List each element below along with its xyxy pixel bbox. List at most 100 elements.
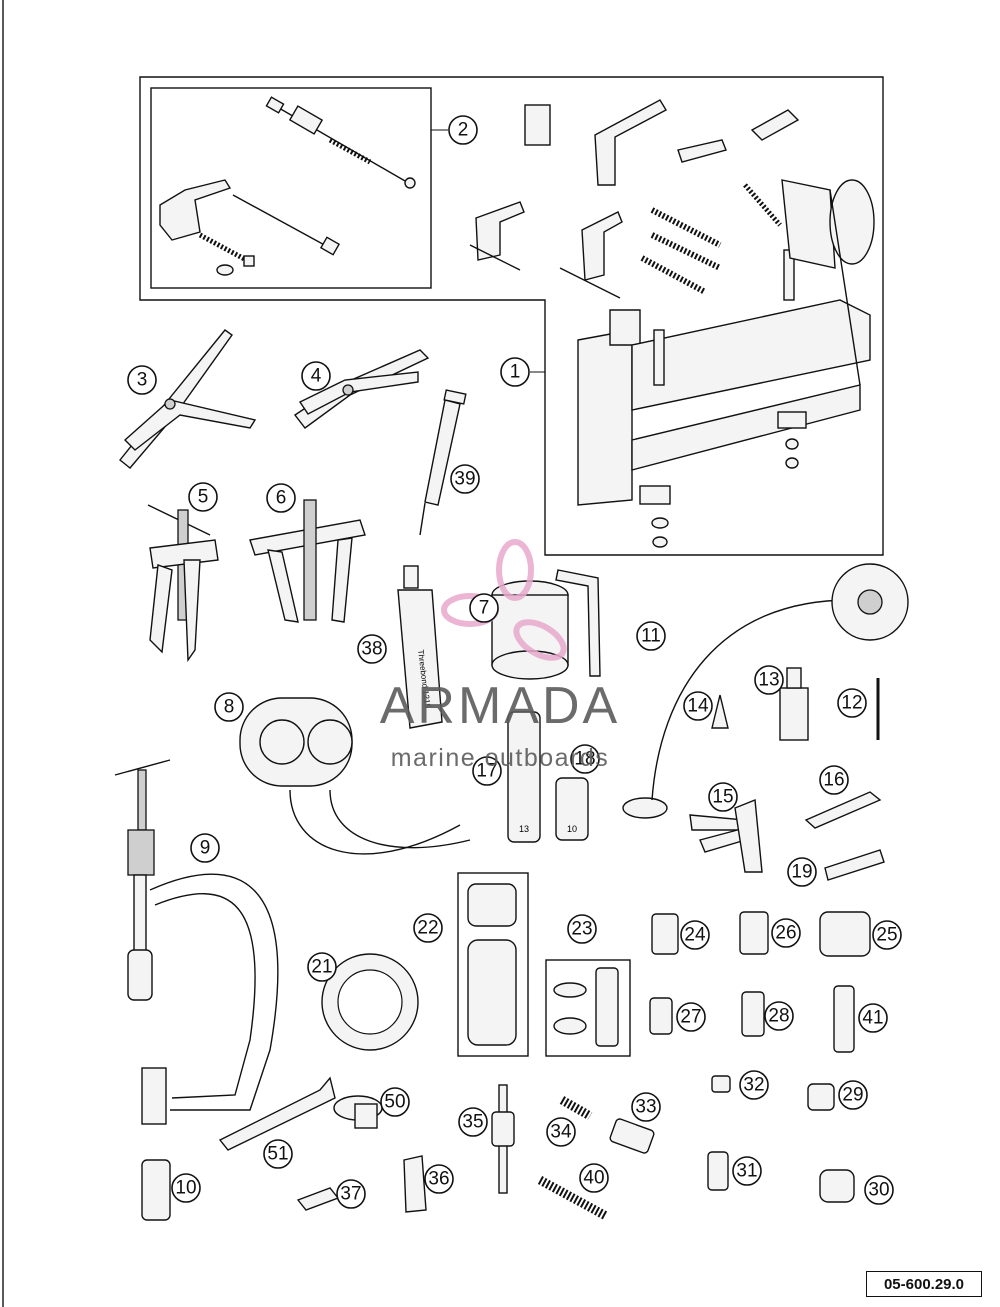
valve-spring-compressor	[114, 759, 279, 1125]
callout-27: 27	[676, 1002, 706, 1032]
callout-16: 16	[819, 765, 849, 795]
svg-text:32: 32	[743, 1075, 764, 1096]
callout-24: 24	[680, 920, 710, 950]
socket-13-label: 13	[519, 824, 529, 834]
callout-18: 18	[570, 744, 600, 774]
socket-wrenches: 13 10	[507, 711, 589, 843]
svg-text:15: 15	[712, 787, 733, 808]
svg-text:2: 2	[458, 120, 469, 141]
drawing-code: 05-600.29.0	[866, 1271, 982, 1297]
svg-text:9: 9	[200, 838, 211, 859]
callout-19: 19	[787, 857, 817, 887]
svg-text:3: 3	[137, 370, 148, 391]
svg-text:22: 22	[417, 918, 438, 939]
callout-5: 5	[188, 482, 218, 512]
callout-12: 12	[837, 688, 867, 718]
svg-text:34: 34	[550, 1122, 572, 1143]
svg-text:28: 28	[768, 1006, 789, 1027]
callout-8: 8	[214, 692, 244, 722]
clutch-holder	[321, 953, 419, 1051]
svg-text:35: 35	[462, 1112, 483, 1133]
svg-text:31: 31	[736, 1161, 757, 1182]
svg-text:14: 14	[687, 696, 709, 717]
gauge-plate	[403, 1155, 427, 1213]
svg-text:26: 26	[775, 923, 796, 944]
socket-10-label: 10	[567, 824, 577, 834]
pin-wrench	[804, 791, 882, 829]
svg-text:25: 25	[876, 925, 897, 946]
callout-22: 22	[413, 913, 443, 943]
svg-text:8: 8	[224, 697, 235, 718]
callout-14: 14	[683, 691, 713, 721]
crankshaft-tool	[141, 1159, 171, 1221]
svg-text:13: 13	[758, 670, 779, 691]
two-arm-puller	[147, 504, 219, 663]
bearing-puller	[249, 499, 366, 623]
watermark-subtitle: marine outboards	[390, 744, 610, 772]
svg-text:30: 30	[868, 1180, 889, 1201]
adapter-50	[333, 1095, 383, 1129]
svg-text:7: 7	[479, 598, 490, 619]
svg-text:10: 10	[175, 1178, 196, 1199]
misc-parts	[491, 1084, 655, 1220]
callout-39: 39	[450, 464, 480, 494]
svg-text:18: 18	[574, 749, 595, 770]
callout-28: 28	[764, 1001, 794, 1031]
svg-text:4: 4	[311, 366, 322, 387]
callout-13: 13	[754, 665, 784, 695]
callout-30: 30	[864, 1175, 894, 1205]
callout-40: 40	[579, 1163, 609, 1193]
small-items-12-13-14	[711, 667, 880, 741]
callout-6: 6	[266, 483, 296, 513]
callout-34: 34	[546, 1117, 576, 1147]
callout-26: 26	[771, 918, 801, 948]
locking-plate	[296, 1187, 340, 1211]
callout-3: 3	[127, 365, 157, 395]
callout-36: 36	[424, 1164, 454, 1194]
engine-stand-frame	[139, 76, 884, 556]
bearing-kit-22-box	[457, 872, 529, 1057]
drift-set	[649, 911, 871, 1203]
circlip-pliers	[119, 329, 257, 469]
svg-text:29: 29	[842, 1085, 863, 1106]
callout-7: 7	[469, 593, 499, 623]
grease-syringe	[419, 389, 467, 536]
svg-text:24: 24	[684, 925, 706, 946]
hook-wrench	[218, 1076, 336, 1151]
flexible-stand-dial	[622, 563, 909, 819]
callout-38: 38	[357, 634, 387, 664]
callout-1: 1	[500, 357, 530, 387]
svg-text:27: 27	[680, 1007, 701, 1028]
vacuum-gauge-set	[239, 697, 471, 855]
callout-9: 9	[190, 833, 220, 863]
svg-text:39: 39	[454, 469, 475, 490]
plastigauge	[824, 849, 885, 881]
svg-text:17: 17	[476, 761, 497, 782]
callout-32: 32	[739, 1070, 769, 1100]
svg-text:5: 5	[198, 487, 209, 508]
watermark-title: ARMADA	[379, 677, 621, 735]
svg-text:1: 1	[510, 362, 521, 383]
callout-31: 31	[732, 1156, 762, 1186]
svg-text:11: 11	[641, 626, 661, 647]
svg-text:37: 37	[340, 1184, 361, 1205]
callout-41: 41	[858, 1003, 888, 1033]
callout-51: 51	[263, 1139, 293, 1169]
callouts: 1 2 3 4 5 6 7 8 9 10 11 12 13 14 15 16 1…	[127, 115, 902, 1209]
svg-text:23: 23	[571, 919, 592, 940]
clamp-pliers	[293, 349, 430, 429]
svg-text:6: 6	[276, 488, 287, 509]
engine-fixing-kit	[159, 96, 416, 276]
callout-35: 35	[458, 1107, 488, 1137]
sealant-tube: Threebond 1215	[397, 565, 443, 729]
svg-text:16: 16	[823, 770, 844, 791]
svg-text:38: 38	[361, 639, 382, 660]
svg-text:40: 40	[583, 1168, 604, 1189]
callout-2: 2	[448, 115, 478, 145]
svg-text:36: 36	[428, 1169, 449, 1190]
bearing-kit-23-box	[545, 959, 631, 1057]
callout-23: 23	[567, 914, 597, 944]
bearing-drift-22	[467, 883, 517, 1046]
callout-29: 29	[838, 1080, 868, 1110]
